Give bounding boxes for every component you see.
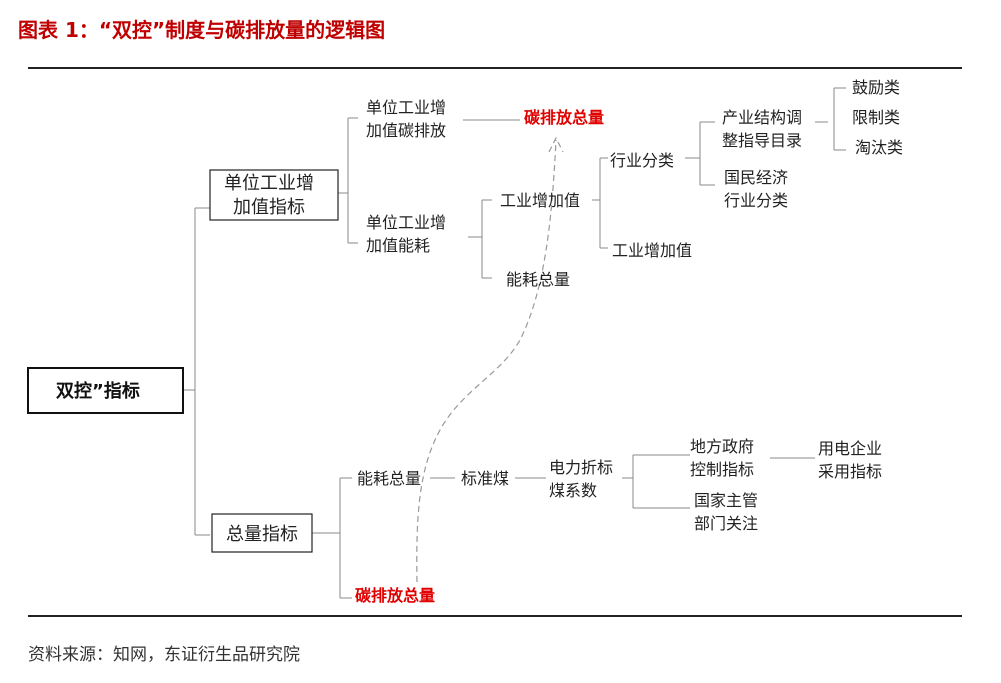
unit-brace xyxy=(338,117,358,244)
national-class: 国民经济 行业分类 xyxy=(724,168,793,210)
total-indicator-label: 总量指标 xyxy=(226,524,298,545)
energy-total-lower: 能耗总量 xyxy=(357,469,421,488)
power-users: 用电企业 采用指标 xyxy=(818,439,887,481)
local-government: 地方政府 控制指标 xyxy=(690,437,759,479)
unit-energy-label: 单位工业增 加值能耗 xyxy=(366,213,451,255)
dashed-arrow-head xyxy=(548,136,564,153)
dashed-arrow-path xyxy=(416,139,557,583)
source-note: 资料来源：知网，东证衍生品研究院 xyxy=(28,645,300,665)
bottom-rule xyxy=(28,615,962,617)
restrict-category: 限制类 xyxy=(852,108,900,127)
coef-brace xyxy=(622,454,690,509)
national-department: 国家主管 部门关注 xyxy=(694,491,763,533)
energy-brace xyxy=(468,199,492,279)
industry-value-added: 工业增加值 xyxy=(500,191,580,210)
power-coefficient: 电力折标 煤系数 xyxy=(549,458,618,500)
standard-coal: 标准煤 xyxy=(461,469,509,488)
class-brace xyxy=(685,121,715,186)
carbon-total-bottom: 碳排放总量 xyxy=(355,586,435,605)
carbon-total-top: 碳排放总量 xyxy=(524,108,604,127)
ivad-brace xyxy=(592,157,608,249)
industry-value-added-2: 工业增加值 xyxy=(612,241,692,260)
industry-class: 行业分类 xyxy=(610,151,674,170)
eliminate-category: 淘汰类 xyxy=(855,138,903,157)
root-brace xyxy=(183,207,210,536)
unit-indicator-label: 单位工业增 加值指标 xyxy=(224,173,320,218)
figure-title: 图表 1：“双控”制度与碳排放量的逻辑图 xyxy=(18,18,386,42)
unit-carbon-label: 单位工业增 加值碳排放 xyxy=(366,98,451,140)
structure-catalog: 产业结构调 整指导目录 xyxy=(722,108,807,150)
root-box xyxy=(27,367,184,414)
total-brace xyxy=(312,477,352,599)
root-label: 双控”指标 xyxy=(56,380,140,402)
total-indicator-box xyxy=(211,513,313,553)
top-rule xyxy=(28,67,962,69)
catalog-brace xyxy=(815,87,846,151)
energy-total-upper: 能耗总量 xyxy=(506,270,570,289)
unit-indicator-box xyxy=(209,169,339,221)
encourage-category: 鼓励类 xyxy=(852,78,900,97)
